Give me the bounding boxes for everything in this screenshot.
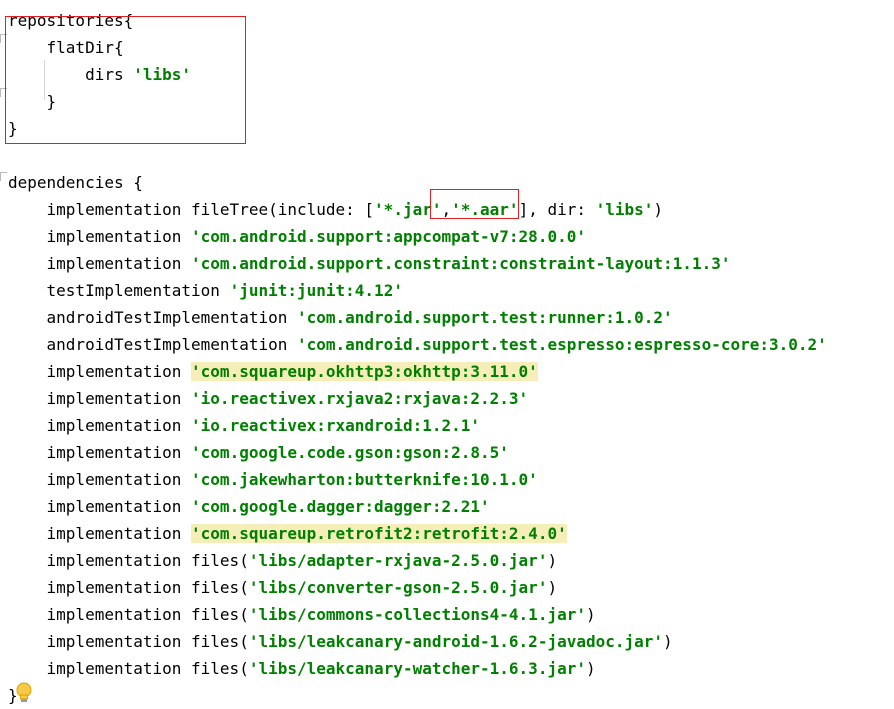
code-token: flatDir{ [8, 38, 124, 57]
code-token: ], dir: [518, 200, 596, 219]
code-token: implementation files( [8, 659, 249, 678]
code-line[interactable]: implementation files('libs/adapter-rxjav… [8, 547, 558, 574]
code-token: } [8, 686, 18, 705]
code-line[interactable]: implementation 'io.reactivex:rxandroid:1… [8, 412, 480, 439]
code-token: } [8, 92, 57, 111]
fold-marker[interactable] [0, 172, 7, 181]
code-line[interactable]: implementation 'com.squareup.retrofit2:r… [8, 520, 567, 547]
code-token: implementation [8, 443, 192, 462]
code-token: ) [653, 200, 664, 219]
code-line[interactable]: } [8, 115, 18, 142]
string-token: 'libs/adapter-rxjava-2.5.0.jar' [248, 551, 548, 570]
code-token: , [441, 200, 452, 219]
code-token: dependencies { [8, 173, 143, 192]
code-token: repositories{ [8, 11, 134, 30]
string-token: 'com.jakewharton:butterknife:10.1.0' [191, 470, 538, 489]
string-token: 'junit:junit:4.12' [229, 281, 403, 300]
string-token: '*.aar' [451, 200, 519, 219]
lightbulb-icon[interactable] [13, 681, 35, 705]
code-line[interactable]: implementation files('libs/leakcanary-an… [8, 628, 673, 655]
string-token: 'com.android.support:appcompat-v7:28.0.0… [191, 227, 586, 246]
code-line[interactable]: } [8, 682, 18, 709]
code-line[interactable]: flatDir{ [8, 34, 124, 61]
code-token: implementation [8, 227, 192, 246]
string-token: 'com.android.support.test:runner:1.0.2' [296, 308, 673, 327]
code-token: implementation files( [8, 551, 249, 570]
string-token: 'libs/leakcanary-watcher-1.6.3.jar' [248, 659, 586, 678]
string-token: 'libs/converter-gson-2.5.0.jar' [248, 578, 548, 597]
code-line[interactable]: implementation 'com.google.code.gson:gso… [8, 439, 509, 466]
code-line[interactable]: implementation files('libs/commons-colle… [8, 601, 596, 628]
string-token: 'io.reactivex.rxjava2:rxjava:2.2.3' [191, 389, 529, 408]
code-token: dirs [8, 65, 134, 84]
code-token: androidTestImplementation [8, 308, 297, 327]
code-line[interactable]: dependencies { [8, 169, 143, 196]
string-token: 'com.google.dagger:dagger:2.21' [191, 497, 490, 516]
code-token: implementation [8, 524, 192, 543]
code-line[interactable]: repositories{ [8, 7, 133, 34]
code-token: ) [547, 551, 558, 570]
code-token: implementation [8, 254, 192, 273]
code-token: implementation [8, 497, 192, 516]
string-token: 'io.reactivex:rxandroid:1.2.1' [191, 416, 481, 435]
code-token: androidTestImplementation [8, 335, 297, 354]
string-token: 'com.android.support.constraint:constrai… [191, 254, 731, 273]
code-line[interactable]: androidTestImplementation 'com.android.s… [8, 304, 673, 331]
code-token: implementation files( [8, 578, 249, 597]
code-token: testImplementation [8, 281, 230, 300]
code-token: implementation fileTree(include: [ [8, 200, 375, 219]
code-line[interactable]: testImplementation 'junit:junit:4.12' [8, 277, 403, 304]
code-line[interactable]: dirs 'libs' [8, 61, 191, 88]
code-token: implementation [8, 362, 192, 381]
code-token: ) [663, 632, 673, 651]
fold-marker[interactable] [0, 34, 7, 43]
string-token: 'libs/commons-collections4-4.1.jar' [248, 605, 586, 624]
string-token: 'libs/leakcanary-android-1.6.2-javadoc.j… [248, 632, 664, 651]
string-token: 'libs' [595, 200, 654, 219]
code-token: ) [585, 659, 596, 678]
code-line[interactable]: implementation 'com.android.support.cons… [8, 250, 731, 277]
string-token: '*.jar' [374, 200, 442, 219]
indent-guide [44, 60, 45, 100]
code-line[interactable]: implementation files('libs/converter-gso… [8, 574, 558, 601]
code-token: implementation [8, 470, 192, 489]
string-token: 'com.squareup.okhttp3:okhttp:3.11.0' [191, 362, 538, 381]
code-token: ) [585, 605, 596, 624]
code-line[interactable]: implementation 'io.reactivex.rxjava2:rxj… [8, 385, 529, 412]
code-line[interactable]: implementation 'com.jakewharton:butterkn… [8, 466, 538, 493]
code-token: } [8, 119, 18, 138]
code-token: implementation [8, 416, 192, 435]
code-line[interactable]: androidTestImplementation 'com.android.s… [8, 331, 827, 358]
code-token: ) [547, 578, 558, 597]
code-token: implementation files( [8, 605, 249, 624]
fold-marker[interactable] [0, 88, 7, 97]
code-line[interactable]: implementation files('libs/leakcanary-wa… [8, 655, 596, 682]
code-line[interactable]: } [8, 88, 57, 115]
code-line[interactable]: implementation fileTree(include: ['*.jar… [8, 196, 664, 223]
code-line[interactable]: implementation 'com.squareup.okhttp3:okh… [8, 358, 538, 385]
string-token: 'com.android.support.test.espresso:espre… [296, 335, 827, 354]
string-token: 'com.squareup.retrofit2:retrofit:2.4.0' [191, 524, 567, 543]
code-line[interactable]: implementation 'com.android.support:appc… [8, 223, 586, 250]
code-token: implementation files( [8, 632, 249, 651]
code-line[interactable]: implementation 'com.google.dagger:dagger… [8, 493, 490, 520]
code-token: implementation [8, 389, 192, 408]
string-token: 'com.google.code.gson:gson:2.8.5' [191, 443, 509, 462]
string-token: 'libs' [133, 65, 192, 84]
